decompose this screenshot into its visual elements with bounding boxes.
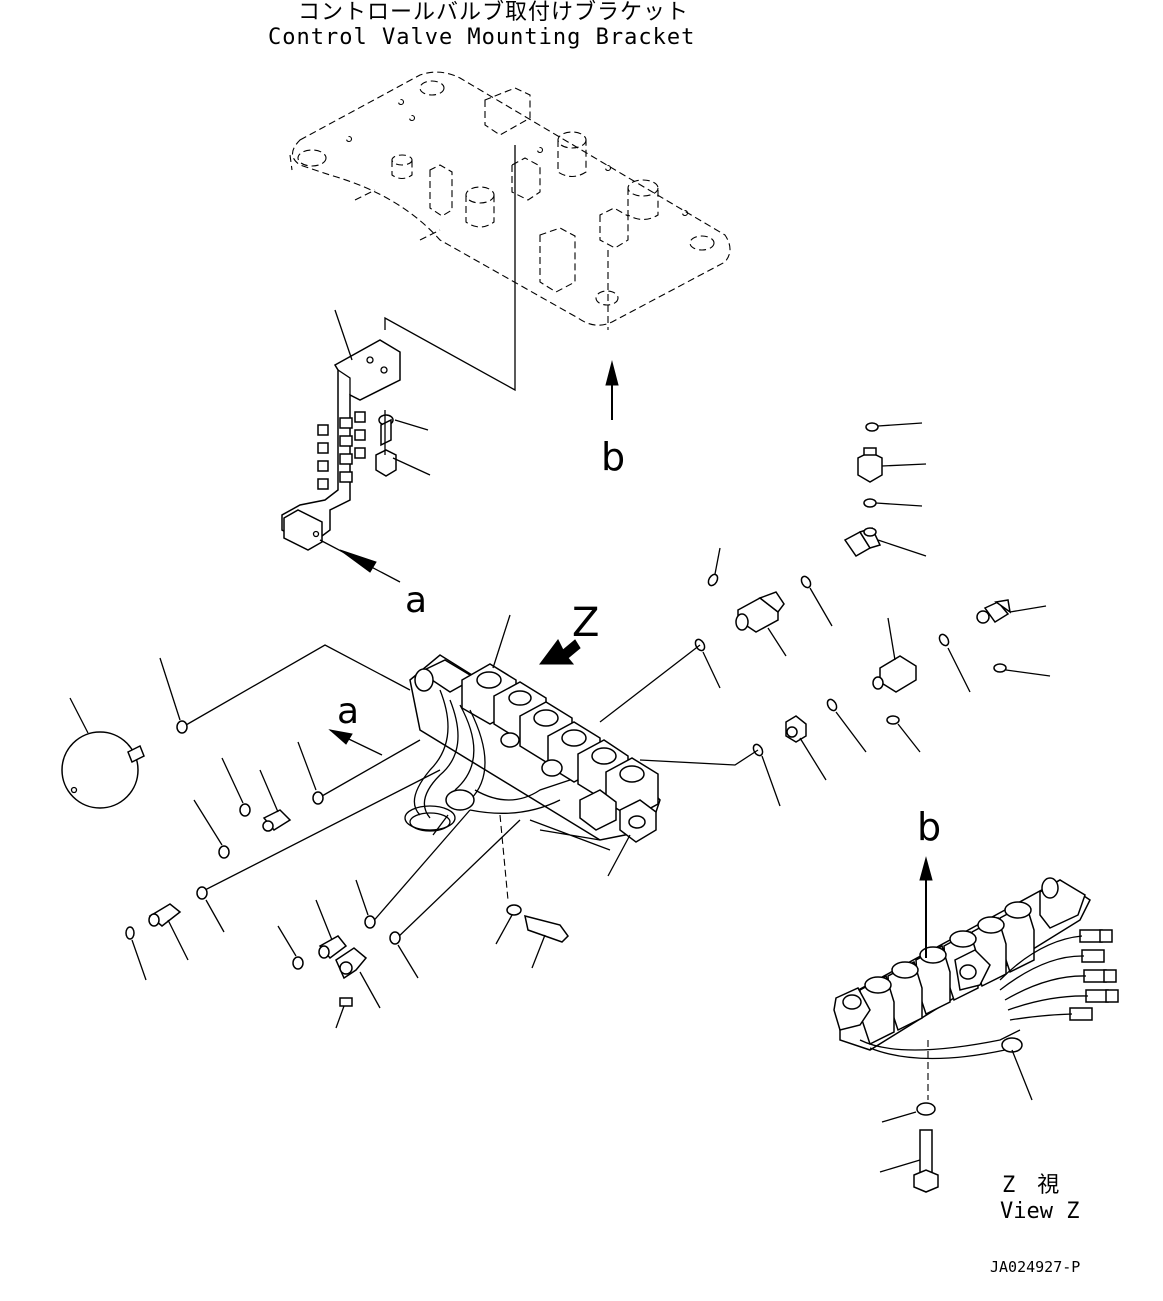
view-caption-en: View Z: [1000, 1199, 1079, 1224]
title-english: Control Valve Mounting Bracket: [268, 25, 695, 50]
mounting-plate: [289, 71, 731, 326]
view-caption-jp: Z 視: [1002, 1173, 1059, 1198]
valve-bracket: [281, 339, 401, 551]
ref-a-upper: a: [405, 580, 427, 621]
drawing-number: JA024927-P: [990, 1258, 1080, 1276]
control-valve-assembly: [404, 654, 661, 851]
ref-a-lower: a: [337, 691, 359, 732]
view-marker-z: Z: [572, 600, 599, 646]
ref-b-lower: b: [917, 805, 941, 849]
ref-b-upper: b: [601, 435, 625, 479]
accumulator: [61, 731, 145, 809]
title-japanese: コントロールバルブ取付けブラケット: [298, 0, 689, 25]
valve-assembly-view-z: [833, 877, 1119, 1060]
